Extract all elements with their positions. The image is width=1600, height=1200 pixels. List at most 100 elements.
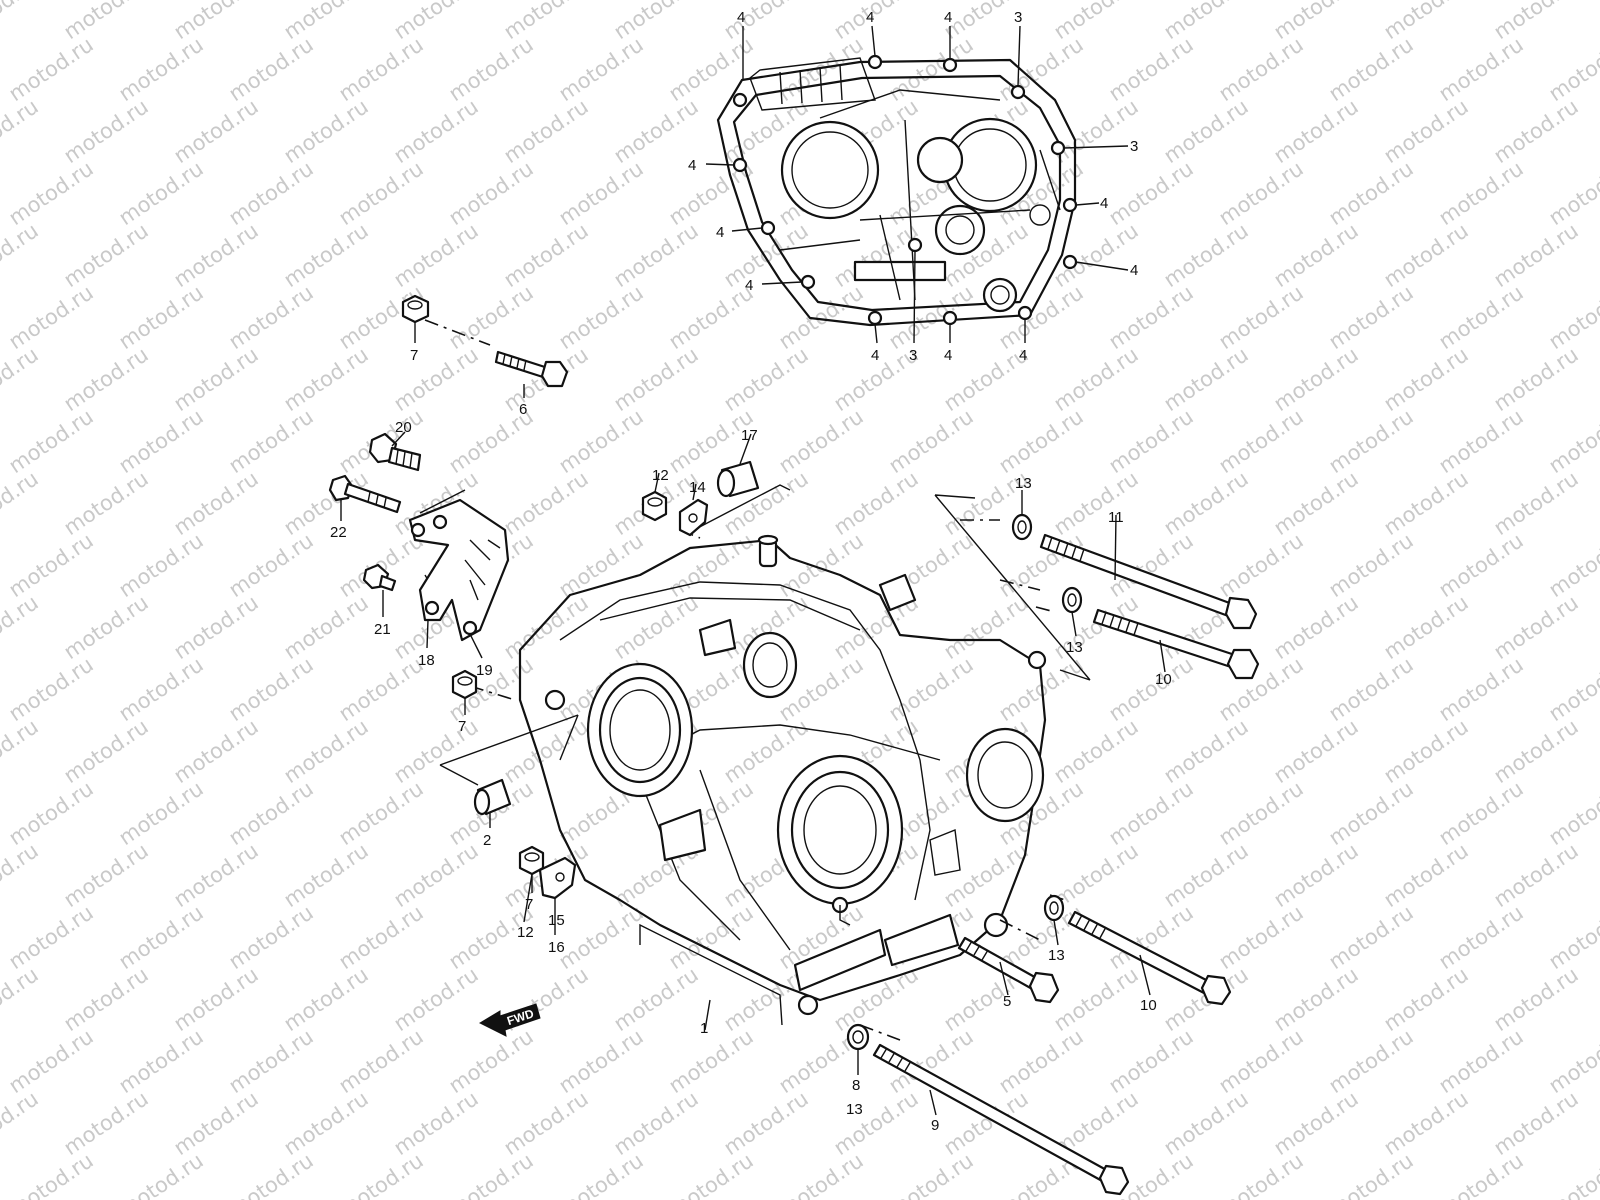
part-13-washer-a [1011,513,1033,541]
watermark-text: motod.ru [114,1024,207,1098]
watermark-text: motod.ru [1489,218,1582,292]
callout-22: 22 [330,524,347,541]
watermark-text: motod.ru [0,218,43,292]
watermark-text: motod.ru [1324,280,1417,354]
watermark-text: motod.ru [224,156,317,230]
watermark-text: motod.ru [169,94,262,168]
callout-4: 4 [944,9,952,26]
watermark-text: motod.ru [59,218,152,292]
part-14-plate [678,498,709,537]
watermark-text: motod.ru [994,404,1087,478]
watermark-text: motod.ru [224,900,317,974]
watermark-text: motod.ru [114,652,207,726]
watermark-text: motod.ru [829,0,922,44]
watermark-text: motod.ru [169,962,262,1036]
callout-4: 4 [1100,195,1108,212]
part-7-nut-middle [451,669,478,700]
callout-5: 5 [1003,993,1011,1010]
watermark-text: motod.ru [1104,32,1197,106]
watermark-text: motod.ru [114,280,207,354]
watermark-text: motod.ru [279,466,372,540]
watermark-text: motod.ru [279,1086,372,1160]
watermark-text: motod.ru [499,218,592,292]
watermark-text: motod.ru [774,404,867,478]
watermark-text: motod.ru [114,776,207,850]
watermark-text: motod.ru [1324,1148,1417,1200]
watermark-text: motod.ru [884,404,977,478]
watermark-text: motod.ru [279,590,372,664]
watermark-text: motod.ru [0,962,43,1036]
watermark-text: motod.ru [1104,652,1197,726]
callout-7: 7 [410,347,418,364]
part-12-nut-top [641,490,668,522]
watermark-text: motod.ru [1544,528,1600,602]
callout-leaders [340,25,1166,1116]
watermark-text: motod.ru [499,94,592,168]
watermark-text: motod.ru [664,280,757,354]
watermark-text: motod.ru [609,962,702,1036]
watermark-text: motod.ru [169,466,262,540]
watermark-text: motod.ru [279,94,372,168]
watermark-text: motod.ru [0,838,43,912]
watermark-text: motod.ru [59,342,152,416]
watermark-text: motod.ru [1434,1148,1527,1200]
watermark-text: motod.ru [1489,962,1582,1036]
watermark-text: motod.ru [224,652,317,726]
callout-17: 17 [741,427,758,444]
watermark-text: motod.ru [884,32,977,106]
watermark-text: motod.ru [1159,342,1252,416]
watermark-text: motod.ru [4,528,97,602]
watermark-text: motod.ru [1544,32,1600,106]
watermark-text: motod.ru [1214,280,1307,354]
watermark-text: motod.ru [1269,590,1362,664]
callout-4: 4 [1130,262,1138,279]
watermark-text: motod.ru [1159,1086,1252,1160]
callout-4: 4 [866,9,874,26]
watermark-text: motod.ru [334,652,427,726]
watermark-text: motod.ru [444,1148,537,1200]
watermark-text: motod.ru [554,1148,647,1200]
callout-3: 3 [1014,9,1022,26]
watermark-text: motod.ru [114,156,207,230]
watermark-text: motod.ru [554,404,647,478]
watermark-text: motod.ru [1214,404,1307,478]
watermark-text: motod.ru [4,776,97,850]
watermark-text: motod.ru [1324,776,1417,850]
watermark-text: motod.ru [1269,962,1362,1036]
callout-10: 10 [1155,671,1172,688]
part-18-19-engine-bracket [408,498,510,642]
watermark-text: motod.ru [444,32,537,106]
part-9-long-bolt [872,1043,1130,1196]
callout-7: 7 [458,718,466,735]
callout-13: 13 [846,1101,863,1118]
watermark-text: motod.ru [1104,156,1197,230]
watermark-text: motod.ru [994,32,1087,106]
part-15-16-plate [538,856,577,900]
watermark-text: motod.ru [1049,466,1142,540]
watermark-text: motod.ru [1489,466,1582,540]
watermark-text: motod.ru [59,838,152,912]
watermark-text: motod.ru [829,962,922,1036]
callout-13: 13 [1015,475,1032,492]
callout-12: 12 [652,467,669,484]
watermark-text: motod.ru [1104,776,1197,850]
watermark-text: motod.ru [114,900,207,974]
watermark-text: motod.ru [4,652,97,726]
watermark-text: motod.ru [114,528,207,602]
watermark-text: motod.ru [444,280,537,354]
watermark-text: motod.ru [169,1086,262,1160]
watermark-text: motod.ru [1159,0,1252,44]
watermark-text: motod.ru [1544,156,1600,230]
watermark-text: motod.ru [1214,776,1307,850]
watermark-text: motod.ru [1214,1024,1307,1098]
watermark-text: motod.ru [334,156,427,230]
watermark-text: motod.ru [0,342,43,416]
part-2-dowel [473,778,512,816]
watermark-text: motod.ru [609,0,702,44]
watermark-text: motod.ru [1379,342,1472,416]
watermark-text: motod.ru [334,776,427,850]
watermark-text: motod.ru [59,590,152,664]
callout-21: 21 [374,621,391,638]
callout-4: 4 [944,347,952,364]
callout-14: 14 [689,479,706,496]
